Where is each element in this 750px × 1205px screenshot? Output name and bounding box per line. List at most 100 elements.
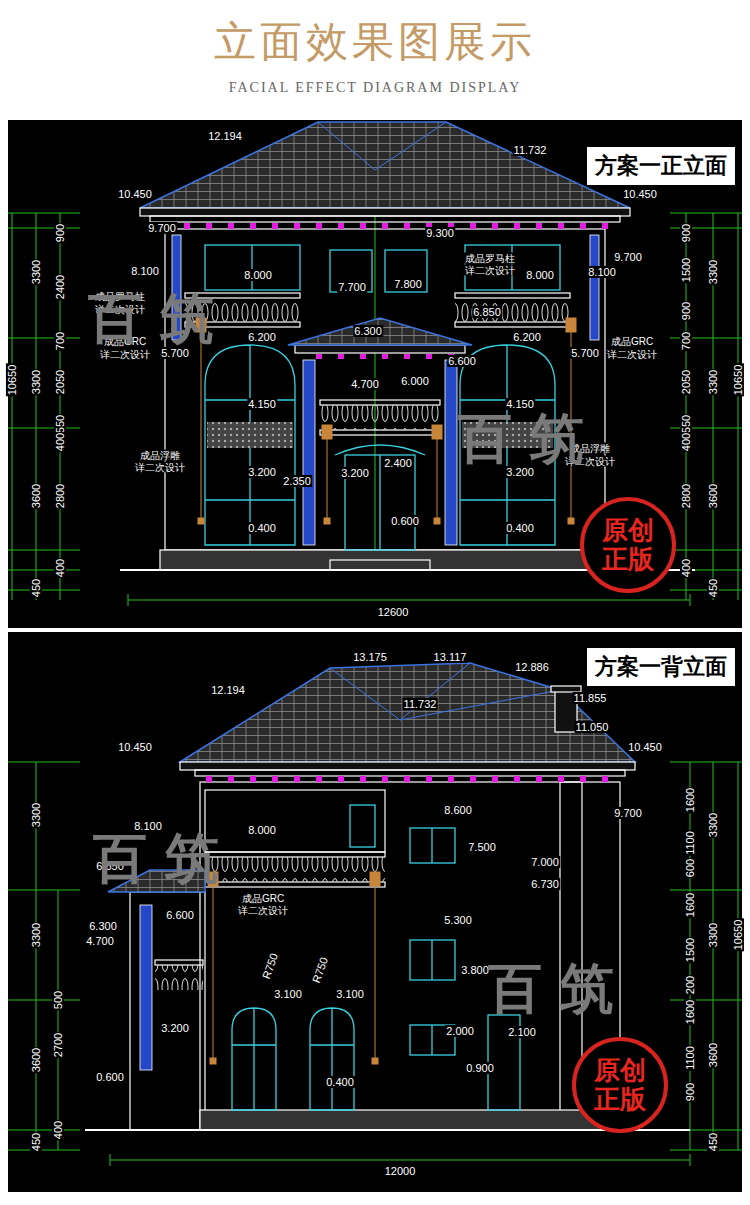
dimension-number: 400	[54, 432, 66, 452]
elevation-mark: 6.600	[165, 909, 195, 921]
elevation-mark: 4.150	[247, 398, 277, 410]
elevation-mark: 3.100	[335, 988, 365, 1000]
watermark: 百筑	[487, 960, 633, 1019]
material-note: 详二次设计	[464, 265, 516, 276]
dimension-number: 450	[707, 1132, 719, 1152]
material-note: 详二次设计	[99, 349, 151, 360]
elevation-mark: 8.600	[443, 804, 473, 816]
dimension-number: 1100	[684, 830, 696, 856]
elevation-mark: 8.000	[525, 269, 555, 281]
elevation-title-box: 方案一正立面	[587, 147, 735, 185]
elevation-mark: 3.100	[273, 988, 303, 1000]
dimension-number: 12000	[384, 1165, 417, 1177]
page-subtitle: FACIAL EFFECT DIAGRAM DISPLAY	[0, 80, 750, 96]
elevation-mark: 3.200	[340, 467, 370, 479]
dimension-number: 3300	[707, 369, 719, 395]
elevation-mark: 6.200	[512, 331, 542, 343]
elevation-mark: 12.194	[207, 130, 243, 142]
elevation-mark: 8.100	[130, 265, 160, 277]
elevation-mark: 12.194	[210, 684, 246, 696]
dimension-number: 3300	[30, 259, 42, 285]
dimension-number: 2400	[54, 274, 66, 300]
dimension-number: 450	[707, 578, 719, 598]
elevation-mark: 4.700	[350, 378, 380, 390]
watermark: 百筑	[92, 830, 238, 889]
elevation-mark: 0.400	[247, 522, 277, 534]
dimension-number: 400	[680, 432, 692, 452]
elevation-mark: 10.450	[627, 741, 663, 753]
elevation-mark: 7.000	[530, 856, 560, 868]
dimension-number: 3600	[707, 1042, 719, 1068]
dimension-number: 1500	[680, 257, 692, 283]
watermark: 百筑	[87, 290, 233, 349]
elevation-mark: 0.400	[325, 1076, 355, 1088]
dimension-number: 12600	[377, 606, 410, 618]
elevation-mark: 2.350	[282, 475, 312, 487]
page-title: 立面效果图展示	[0, 14, 750, 70]
dimension-number: 1600	[684, 999, 696, 1025]
elevation-mark: 0.600	[390, 515, 420, 527]
dimension-number: 3300	[30, 802, 42, 828]
dimension-number: 1500	[684, 937, 696, 963]
copyright-stamp: 原创 正版	[572, 1037, 668, 1133]
elevation-mark: 6.850	[472, 306, 502, 318]
dimension-number: 900	[54, 223, 66, 243]
elevation-mark: 9.700	[147, 222, 177, 234]
dimension-number: 10650	[6, 364, 18, 397]
elevation-mark: 9.700	[613, 251, 643, 263]
elevation-mark: 7.700	[337, 281, 367, 293]
dimension-number: 3300	[707, 812, 719, 838]
elevation-mark: 2.100	[507, 1026, 537, 1038]
material-note: 详二次设计	[237, 905, 289, 916]
elevation-mark: 13.175	[352, 651, 388, 663]
dimension-number: 400	[680, 558, 692, 578]
dimension-number: 3300	[30, 922, 42, 948]
elevation-mark: 4.150	[505, 398, 535, 410]
elevation-mark: 7.500	[467, 841, 497, 853]
elevation-mark: 3.200	[247, 466, 277, 478]
stamp-text: 原创 正版	[601, 516, 656, 573]
elevation-mark: 2.000	[445, 1025, 475, 1037]
dimension-number: 1100	[684, 1045, 696, 1071]
dimension-number: 2050	[54, 369, 66, 395]
dimension-number: 3600	[30, 1047, 42, 1073]
elevation-mark: 6.200	[247, 331, 277, 343]
elevation-mark: 9.700	[613, 807, 643, 819]
elevation-mark: 10.450	[117, 188, 153, 200]
dimension-number: 2050	[680, 369, 692, 395]
material-note: 详二次设计	[134, 462, 186, 473]
elevation-title: 方案一正立面	[595, 153, 727, 178]
elevation-mark: 12.886	[514, 661, 550, 673]
dimension-number: 900	[680, 301, 692, 321]
elevation-mark: 10.450	[117, 741, 153, 753]
dimension-number: 900	[680, 223, 692, 243]
elevation-mark: 3.200	[160, 1022, 190, 1034]
elevation-mark: 8.100	[587, 266, 617, 278]
elevation-mark: 8.000	[247, 824, 277, 836]
dimension-number: 900	[684, 1082, 696, 1102]
elevation-mark: 6.000	[400, 375, 430, 387]
dimension-number: 200	[684, 975, 696, 995]
front-elevation	[8, 122, 742, 606]
dimension-number: 10650	[732, 364, 744, 397]
dimension-number: 2700	[52, 1032, 64, 1058]
dimension-number: 2800	[680, 483, 692, 509]
dimension-number: 3300	[30, 369, 42, 395]
elevation-mark: 8.000	[243, 269, 273, 281]
elevation-mark: 4.700	[85, 935, 115, 947]
elevation-mark: 5.300	[443, 914, 473, 926]
elevation-mark: 7.800	[393, 278, 423, 290]
elevation-title-box: 方案一背立面	[587, 648, 735, 686]
elevation-title: 方案一背立面	[595, 654, 727, 679]
dimension-number: 10650	[732, 919, 744, 952]
elevation-mark: 0.600	[95, 1071, 125, 1083]
dimension-number: 3600	[30, 483, 42, 509]
dimension-number: 1600	[684, 787, 696, 813]
elevation-mark: 11.855	[573, 692, 608, 704]
material-note: 成品GRC	[241, 893, 285, 904]
dimension-number: 400	[54, 558, 66, 578]
elevation-mark: 11.732	[513, 144, 548, 156]
elevation-mark: 3.800	[460, 964, 490, 976]
elevation-mark: 9.300	[425, 227, 455, 239]
elevation-mark: 0.900	[465, 1062, 495, 1074]
